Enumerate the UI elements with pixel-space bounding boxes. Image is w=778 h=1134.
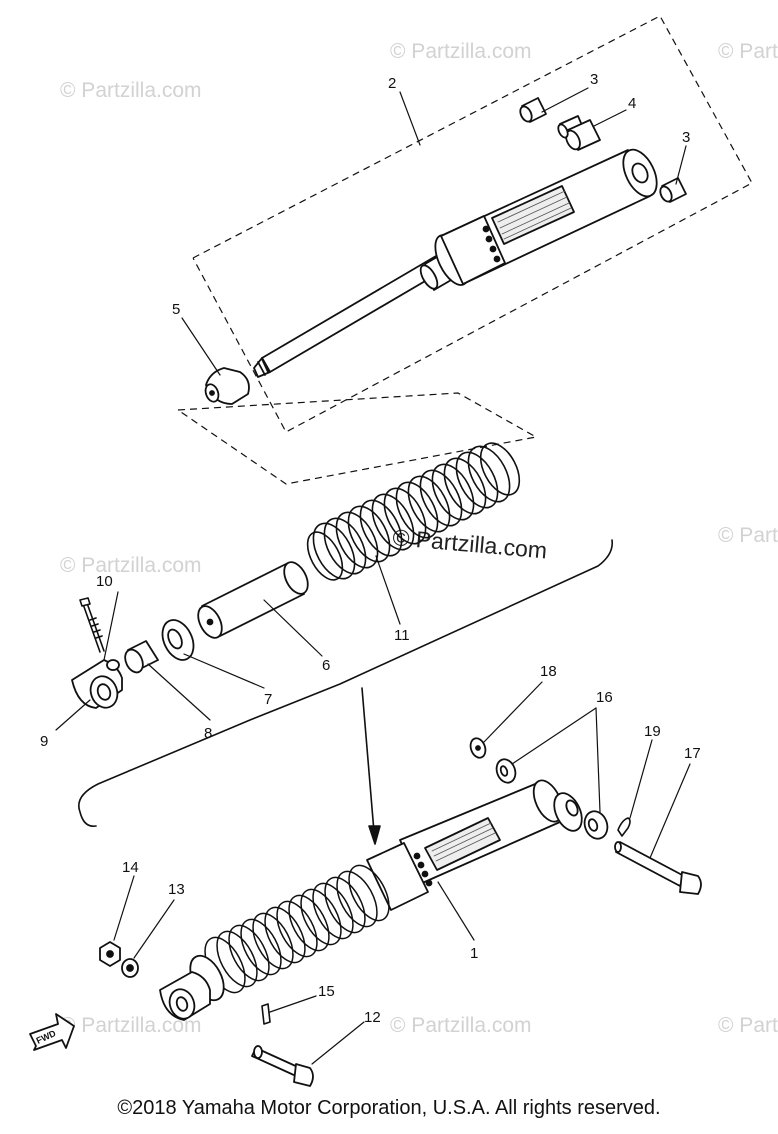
- callout-10: 10: [96, 573, 113, 590]
- assembly-arrow: [361, 687, 381, 845]
- callout-13: 13: [168, 881, 185, 898]
- bushing-part-3-right: [659, 177, 687, 203]
- watermark: © Partzilla.com: [718, 1014, 778, 1037]
- bolt-part-17: [614, 841, 702, 895]
- damper-assembly-box: [177, 15, 753, 485]
- watermark: © Partzilla.com: [718, 40, 778, 63]
- callout-19: 19: [644, 723, 661, 740]
- callout-16: 16: [596, 689, 613, 706]
- callout-5: 5: [172, 301, 180, 318]
- forward-direction-arrow: FWD: [29, 1013, 75, 1051]
- callout-1: 1: [470, 945, 478, 962]
- callout-6: 6: [322, 657, 330, 674]
- callout-17: 17: [684, 745, 701, 762]
- watermark: © Partzilla.com: [390, 40, 532, 63]
- lower-eye-part-9: [71, 659, 123, 709]
- callout-7: 7: [264, 691, 272, 708]
- callout-12: 12: [364, 1009, 381, 1026]
- bolt-part-12: [251, 1045, 314, 1087]
- washer-part-18: [469, 737, 487, 759]
- watermark: © Partzilla.com: [60, 554, 202, 577]
- bolt-part-10: [79, 597, 105, 653]
- spacer-tube-part-6: [197, 561, 309, 639]
- bushing-part-16-bottom: [583, 810, 609, 840]
- watermark: © Partzilla.com: [718, 524, 778, 547]
- collar-part-4: [557, 115, 601, 151]
- callout-11: 11: [394, 627, 410, 644]
- callout-14: 14: [122, 859, 139, 876]
- watermark: © Partzilla.com: [60, 79, 202, 102]
- callout-4: 4: [628, 95, 636, 112]
- shock-assembly-part-1: [159, 779, 583, 1021]
- callout-3-right: 3: [682, 129, 690, 146]
- nut-part-14: [99, 941, 121, 967]
- callout-9: 9: [40, 733, 48, 750]
- bump-stop-part-5: [204, 367, 250, 405]
- callout-2: 2: [388, 75, 396, 92]
- spring-seat-part-7: [161, 619, 195, 661]
- copyright-notice: ©2018 Yamaha Motor Corporation, U.S.A. A…: [117, 1097, 661, 1119]
- bushing-part-16-top: [495, 758, 517, 784]
- watermark: © Partzilla.com: [390, 1014, 532, 1037]
- callout-8: 8: [204, 725, 212, 742]
- watermark: © Partzilla.com: [60, 1014, 202, 1037]
- callout-18: 18: [540, 663, 557, 680]
- spring-part-11: [306, 442, 521, 581]
- callout-15: 15: [318, 983, 335, 1000]
- group-bracket: [78, 539, 614, 828]
- callout-3-top: 3: [590, 71, 598, 88]
- pin-part-19: [617, 817, 631, 837]
- callout-numbers: 2 3 4 3 5 10 11 6 7 8 9 18 16 19 17 14 1…: [40, 71, 701, 1026]
- bushing-part-3-top: [519, 97, 547, 123]
- damper-part-2: [253, 148, 658, 378]
- pin-part-15: [261, 1003, 271, 1025]
- collar-part-8: [124, 640, 159, 674]
- washer-part-13: [121, 958, 139, 978]
- leader-lines: [55, 87, 691, 1065]
